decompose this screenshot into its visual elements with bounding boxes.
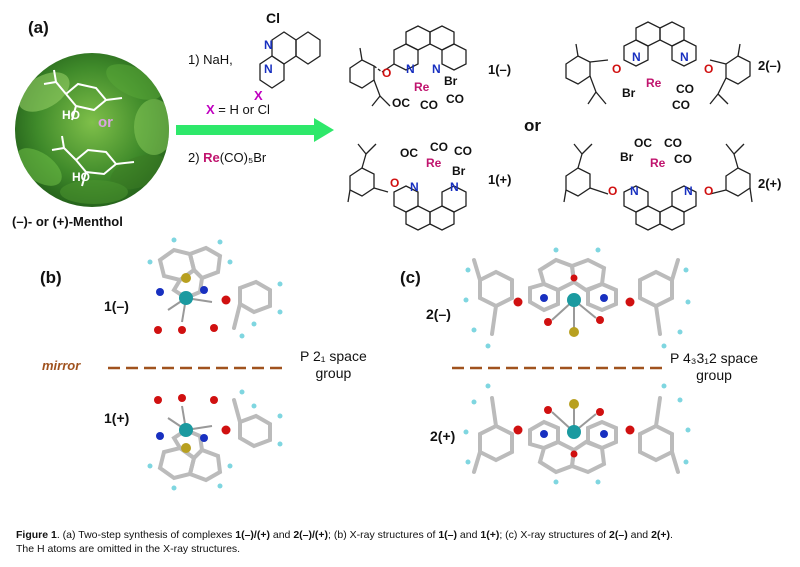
caption-t9: ; (c) X-ray structures of [499,529,610,541]
reagent-n2: N [264,62,273,76]
s1m-n1: N [406,62,415,76]
s2p-re: Re [650,156,666,170]
menthol-ho-top: HO [62,108,80,122]
xray-structure-2-plus [463,383,691,485]
space-group-b-line1: P 2₁ space [300,348,367,364]
s2m-co1: CO [676,82,694,96]
caption-t12: 2(+) [651,529,671,541]
caption-t10: 2(–) [609,529,628,541]
panel-label-c: (c) [400,268,421,287]
s1p-co2: CO [454,144,472,158]
menthol-leaf-image [15,53,169,207]
caption-line2: The H atoms are omitted in the X-ray str… [16,543,241,555]
s1p-br: Br [452,164,466,178]
s2m-re: Re [646,76,662,90]
structure-1-plus [347,143,467,231]
x-definition-symbol: X [206,102,215,117]
s2m-br: Br [622,86,636,100]
caption-t13: . [670,529,673,541]
caption-t11: and [627,529,652,541]
s2p-n1: N [630,184,639,198]
reagent-x-definition: X = H or Cl [206,102,270,117]
s2p-co2: CO [674,152,692,166]
s1m-oc: OC [392,96,410,110]
s1m-co1: CO [420,98,438,112]
x-definition-text: = H or Cl [218,102,270,117]
xray-structure-2-minus [463,247,691,349]
xray-label-2-minus: 2(–) [426,306,451,322]
reaction-arrow [176,118,334,142]
xray-label-1-minus: 1(–) [104,298,129,314]
figure-caption: Figure 1. (a) Two-step synthesis of comp… [16,528,792,556]
xray-structure-1-plus [147,389,283,491]
xray-label-1-plus: 1(+) [104,410,130,426]
mirror-label: mirror [42,358,81,373]
s1p-re: Re [426,156,442,170]
reagent-step2: 2) Re(CO)₅Br [188,150,266,165]
caption-fig: Figure 1 [16,529,57,541]
s1m-o: O [382,66,392,80]
menthol-or: or [98,114,113,131]
reagent-n1: N [264,38,273,52]
caption-t3: and [269,529,294,541]
s1p-co1: CO [430,140,448,154]
label-2-minus: 2(–) [758,58,782,73]
caption-t7: and [457,529,481,541]
reagent-cl: Cl [266,10,280,26]
s1m-co2: CO [446,92,464,106]
panel-label-a: (a) [28,18,49,37]
xray-structure-1-minus [147,237,283,339]
structure-2-plus [563,143,753,231]
s1m-n2: N [432,62,441,76]
caption-t1: . (a) Two-step synthesis of complexes [56,529,236,541]
phenanthroline-reagent [259,31,321,89]
caption-t5: ; (b) X-ray structures of [328,529,439,541]
caption-t2: 1(–)/(+) [235,529,270,541]
s2p-n2: N [684,184,693,198]
menthol-ho-bottom: HO [72,170,90,184]
label-2-plus: 2(+) [758,176,782,191]
label-1-minus: 1(–) [488,62,512,77]
step2-suffix: (CO)₅Br [219,150,267,165]
s2m-n2: N [680,50,689,64]
space-group-c-line1: P 4₃3₁2 space [670,350,759,366]
space-group-c: P 4₃3₁2 space group [670,350,758,384]
structures-or: or [524,116,541,135]
panel-label-b: (b) [40,268,62,287]
s2m-n1: N [632,50,641,64]
label-1-plus: 1(+) [488,172,512,187]
reagent-step1: 1) NaH, [188,52,233,67]
space-group-b-line2: group [315,365,352,381]
s1p-oc: OC [400,146,418,160]
structure-2-minus [565,21,751,105]
step2-prefix: 2) [188,150,204,165]
s2p-co1: CO [664,136,682,150]
s2m-o2: O [704,62,714,76]
s2p-oc: OC [634,136,652,150]
mirror-plane-c [452,366,662,370]
s1p-n1: N [410,180,419,194]
s1p-n2: N [450,180,459,194]
s1p-o: O [390,176,400,190]
reagent-x: X [254,88,263,103]
s2m-o1: O [612,62,622,76]
s1m-re: Re [414,80,430,94]
s2p-br: Br [620,150,634,164]
menthol-caption: (–)- or (+)-Menthol [12,214,123,229]
space-group-c-line2: group [696,367,732,383]
step2-rhenium: Re [203,150,220,165]
structure-1-minus [349,25,467,107]
xray-label-2-plus: 2(+) [430,428,456,444]
caption-t4: 2(–)/(+) [293,529,329,541]
mirror-plane-b [108,366,288,370]
s2p-o1: O [608,184,618,198]
caption-t8: 1(+) [480,529,500,541]
s1m-br: Br [444,74,458,88]
s2m-co2: CO [672,98,690,112]
s2p-o2: O [704,184,714,198]
caption-t6: 1(–) [438,529,457,541]
space-group-b: P 2₁ space group [300,348,367,382]
